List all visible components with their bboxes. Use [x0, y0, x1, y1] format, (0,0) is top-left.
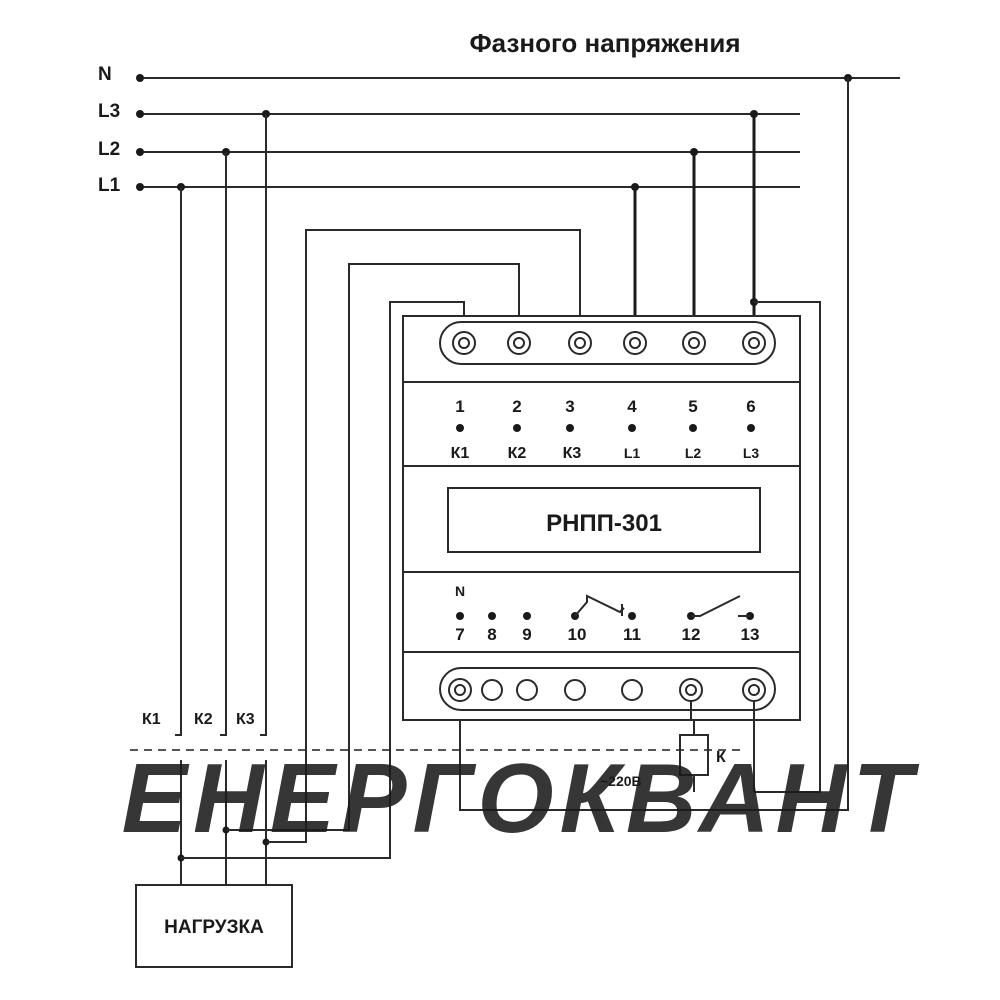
terminal-dot — [513, 424, 521, 432]
terminal-dot — [523, 612, 531, 620]
no-contact-symbol — [691, 595, 741, 617]
bottom-screws — [448, 678, 766, 702]
screw-terminal — [507, 331, 531, 355]
relay-device: РНПП-301 — [402, 315, 801, 721]
load-block: НАГРУЗКА — [135, 884, 293, 968]
terminal-dot — [689, 424, 697, 432]
top-screws — [452, 331, 766, 355]
terminal-number: 6 — [746, 397, 755, 416]
empty-terminal — [516, 679, 538, 701]
screw-terminal — [448, 678, 472, 702]
wire-neutral — [459, 78, 849, 811]
bus-lines — [136, 74, 900, 191]
wire-sense-k3 — [266, 229, 581, 843]
terminal-label: L2 — [685, 445, 702, 461]
phase-to-contact-wires — [175, 110, 270, 736]
terminal-number: 13 — [741, 625, 760, 644]
terminal-number: 12 — [682, 625, 701, 644]
wire-l3-contact — [260, 114, 267, 736]
terminal-number: 9 — [522, 625, 531, 644]
top-terminal-labels: 1 2 3 4 5 6 К1 К2 К3 L1 L2 L3 — [451, 397, 760, 462]
terminal-number: 10 — [568, 625, 587, 644]
watermark-logo: ЕНЕРГОКВАНТ — [122, 743, 920, 853]
contact-label-k3: К3 — [236, 711, 255, 728]
diagram-title: Фазного напряжения — [469, 28, 740, 58]
top-terminal-strip — [439, 321, 776, 365]
wire-l3-coil — [754, 301, 821, 793]
empty-terminal — [481, 679, 503, 701]
screw-terminal — [682, 331, 706, 355]
relay-display — [447, 487, 761, 553]
terminal-label-n: N — [455, 583, 465, 599]
bottom-terminal-strip — [439, 667, 776, 711]
terminal-number: 3 — [565, 397, 574, 416]
terminal-dot — [747, 424, 755, 432]
terminal-dot — [566, 424, 574, 432]
terminal-number: 4 — [627, 397, 637, 416]
wire-sense-k1 — [181, 301, 465, 859]
terminal-number: 5 — [688, 397, 697, 416]
device-name: РНПП-301 — [546, 510, 662, 537]
bus-label-l3: L3 — [98, 101, 120, 122]
terminal-label: L3 — [743, 445, 760, 461]
bus-label-n: N — [98, 64, 112, 85]
terminal-dot — [488, 612, 496, 620]
bus-label-l1: L1 — [98, 175, 121, 196]
load-box — [135, 884, 293, 968]
bus-terminal-dot — [136, 183, 144, 191]
contact-label-k2: К2 — [194, 711, 213, 728]
terminal-number: 1 — [455, 397, 464, 416]
screw-terminal — [742, 331, 766, 355]
terminal-number: 7 — [455, 625, 464, 644]
terminal-dot — [456, 424, 464, 432]
coil-circuit: К ~220В — [600, 701, 755, 792]
terminal-number: 2 — [512, 397, 521, 416]
load-wires — [177, 760, 270, 885]
wire-l1-contact — [175, 187, 182, 736]
bus-terminal-dot — [136, 74, 144, 82]
bus-terminal-dot — [136, 148, 144, 156]
terminal-label: К2 — [508, 445, 527, 462]
supply-wires — [459, 74, 852, 811]
contact-label-k1: К1 — [142, 711, 161, 728]
empty-terminal — [564, 679, 586, 701]
wire-l2-contact — [220, 152, 227, 736]
wire-coil-top — [690, 701, 695, 735]
terminal-dot — [628, 612, 636, 620]
terminal-dot — [628, 424, 636, 432]
terminal-number: 8 — [487, 625, 496, 644]
screw-terminal — [568, 331, 592, 355]
supply-label: ~220В — [600, 773, 642, 789]
coil-label: К — [716, 749, 726, 766]
bus-label-l2: L2 — [98, 139, 120, 160]
sensing-wires — [181, 229, 581, 859]
screw-terminal — [623, 331, 647, 355]
bottom-terminal-labels: N 7 8 9 10 11 12 13 — [455, 583, 760, 644]
terminal-dot — [456, 612, 464, 620]
wire-sense-k2 — [226, 263, 520, 831]
terminal-number: 11 — [623, 625, 641, 644]
bus-terminal-dot — [136, 110, 144, 118]
screw-terminal — [452, 331, 476, 355]
terminal-label: К3 — [563, 445, 582, 462]
terminal-label: К1 — [451, 445, 470, 462]
empty-terminal — [621, 679, 643, 701]
load-label: НАГРУЗКА — [164, 917, 264, 938]
terminal-label: L1 — [624, 445, 641, 461]
